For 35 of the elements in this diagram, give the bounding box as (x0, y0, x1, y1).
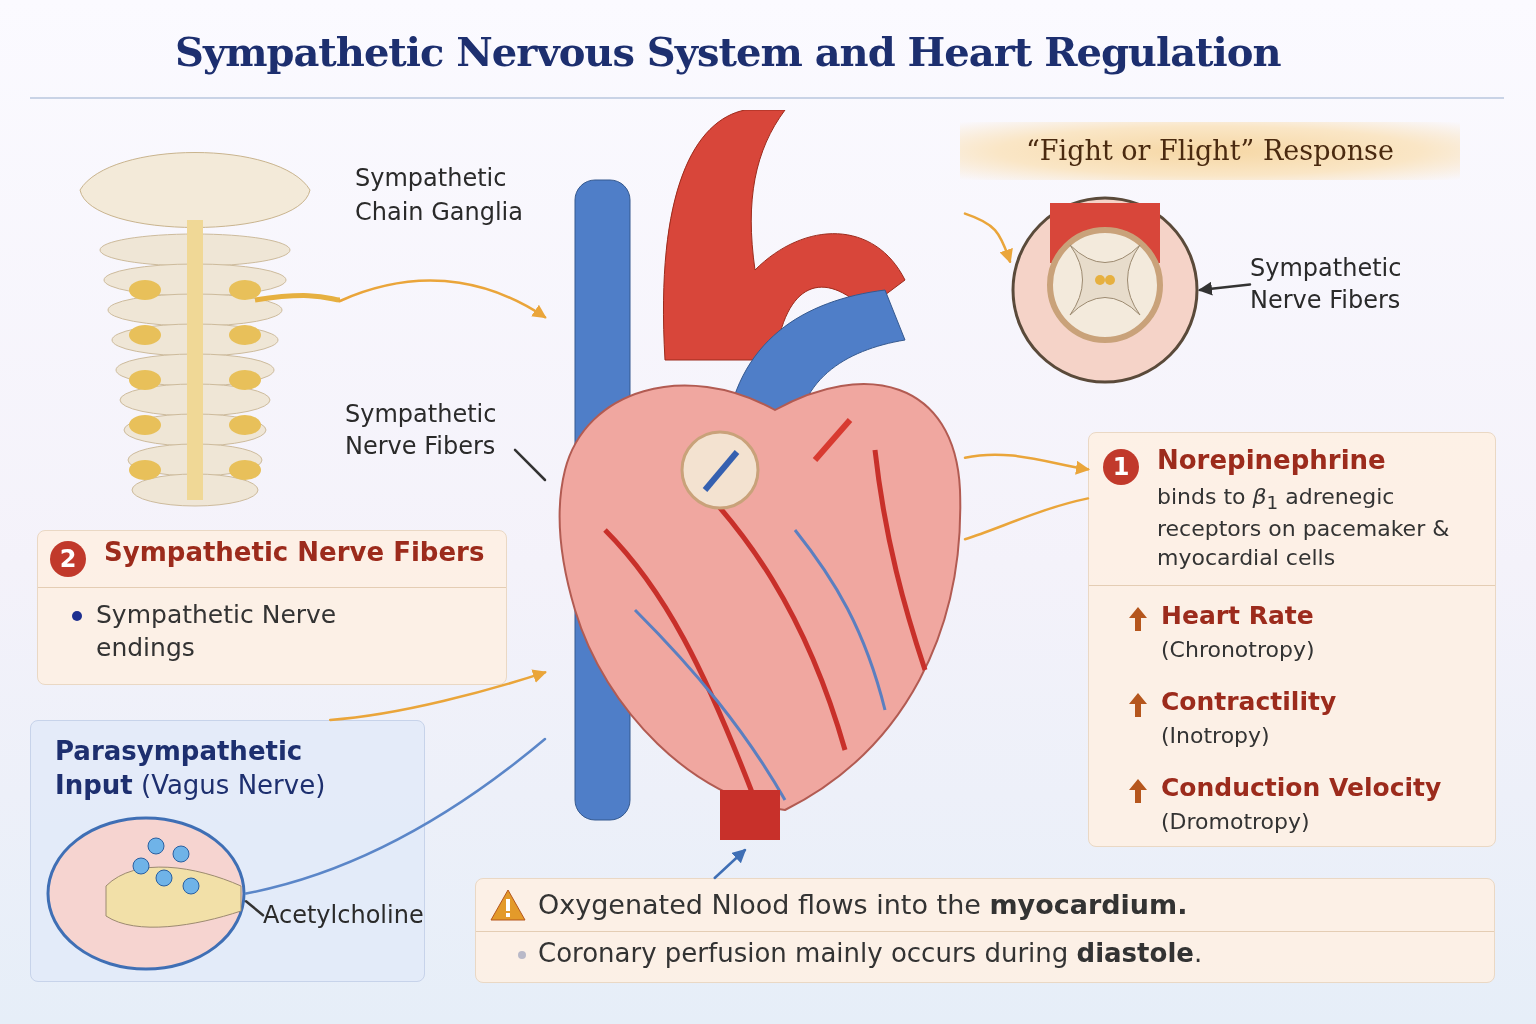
effect-heading: Conduction Velocity (1161, 773, 1443, 802)
number-badge: 1 (1103, 449, 1139, 485)
valve-inset-drawing (1010, 195, 1200, 385)
panel-heading: Sympathetic Nerve Fibers (104, 537, 486, 567)
title: Sympathetic Nervous System and Heart Regulation (175, 28, 1281, 75)
leader-line (513, 448, 547, 482)
info-panel (1088, 432, 1496, 847)
effect-term: (Dromotropy) (1161, 809, 1311, 834)
arrow (963, 453, 1090, 475)
panel-heading: Parasympathetic Input (Vagus Nerve) (55, 735, 327, 802)
arrow (713, 848, 747, 880)
synapse-inset-drawing (46, 816, 246, 971)
panel-heading: Oxygenated Nlood flows into the myocardium. (538, 888, 1189, 922)
node-label: Sympathetic Chain Ganglia (355, 163, 524, 228)
effect-term: (Inotropy) (1161, 723, 1271, 748)
arrow (338, 279, 547, 319)
effect-term: (Chronotropy) (1161, 637, 1316, 662)
bullet-text: Coronary perfusion mainly occurs during diastole. (538, 937, 1204, 970)
effect-heading: Heart Rate (1161, 601, 1315, 630)
annotation-label: Acetylcholine (263, 899, 423, 932)
annotation-label: Sympathetic Nerve Fibers (345, 398, 515, 463)
effect-heading: Contractility (1161, 687, 1338, 716)
annotation-label: Sympathetic Nerve Fibers (1250, 252, 1450, 317)
leader-line (244, 900, 265, 917)
panel-heading: Norepinephrine (1157, 445, 1387, 475)
info-panel (475, 878, 1495, 983)
bullet-text: Sympathetic Nerve endings (96, 599, 338, 664)
info-panel (30, 720, 425, 982)
number-badge: 2 (50, 541, 86, 577)
banner-heading: “Fight or Flight” Response (960, 122, 1460, 180)
description-text: binds to β$_{1}$ adrenegic receptors on pacemaker & myocardial cells (1157, 483, 1451, 572)
arrow (328, 669, 547, 722)
info-panel (37, 530, 507, 685)
leader-line (1198, 281, 1252, 296)
arrow (963, 212, 1013, 264)
